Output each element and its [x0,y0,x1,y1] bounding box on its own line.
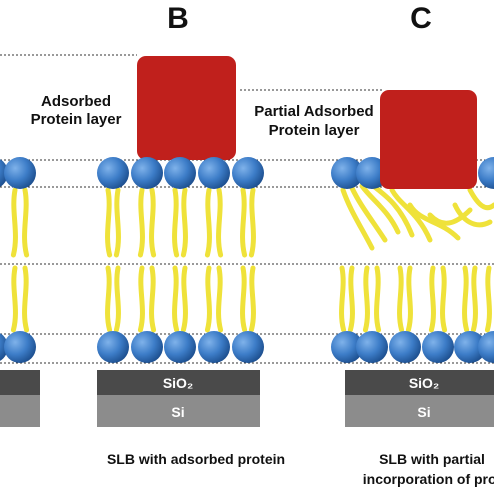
lipid-tail [216,265,224,333]
lipid-tail-disordered [389,187,433,243]
lipid-tail [428,265,436,333]
lipid-tail [10,187,18,258]
panel-a-substrate [0,370,40,427]
lipid-tail [180,187,188,258]
lipid-head [131,331,163,363]
lipid-tail-disordered [349,185,388,243]
lipid-tail [240,265,248,333]
lipid-head [454,331,486,363]
lipid-head [331,157,363,189]
lipid-tail [149,187,157,258]
lipid-tail-disordered [359,183,401,235]
lipid-head [198,157,230,189]
lipid-head [198,331,230,363]
lipid-tail [172,187,180,258]
lipid-tail [149,265,157,333]
panel-b-layer-label-line2: Protein layer [31,111,122,128]
lipid-head [331,331,363,363]
lipid-heads [0,157,494,363]
lipid-tail-disordered [467,187,494,211]
lipid-tail-disordered [427,207,473,226]
lipid-head [164,331,196,363]
lipid-head [389,331,421,363]
lipid-tail [10,265,18,333]
panel-c-substrate [345,370,494,427]
lipid-head [4,331,36,363]
dotted-guides [0,54,494,364]
lipid-tail [240,187,248,258]
lipid-tails [10,182,494,333]
panel-b-si-label: Si [171,404,184,420]
lipid-tail [440,265,448,333]
panel-b-layer-label-line1: Adsorbed [41,93,111,110]
lipid-tail [248,265,256,333]
lipid-tail [362,265,370,333]
lipid-tail [374,265,382,333]
lipid-tail [405,265,413,333]
lipid-tail [339,265,347,333]
lipid-tail [105,187,113,258]
lipid-tail [216,187,224,258]
lipid-tail [462,265,470,333]
lipid-head [356,331,388,363]
lipid-tail [347,265,355,333]
lipid-tail-disordered [340,187,375,251]
lipid-tail [22,187,30,258]
lipid-tail [204,187,212,258]
panel-b-caption: SLB with adsorbed protein [107,451,285,467]
lipid-head [478,331,494,363]
panel-c-letter: C [410,2,432,35]
lipid-head [422,331,454,363]
lipid-head [131,157,163,189]
lipid-head [232,157,264,189]
panel-c-si-label: Si [417,404,430,420]
panel-b-letter: B [167,2,189,35]
panel-b-substrate [97,370,260,427]
panel-c-caption-line1: SLB with partial [379,451,485,467]
lipid-tail [137,187,145,258]
partial-protein-block [380,90,477,189]
lipid-tail [137,265,145,333]
lipid-tail [105,265,113,333]
lipid-tail [470,265,478,333]
lipid-head [478,157,494,189]
lipid-head [232,331,264,363]
lipid-head [4,157,36,189]
lipid-tail [172,265,180,333]
panel-c-caption-line2: incorporation of prot [363,471,494,487]
adsorbed-protein-block [137,56,236,160]
lipid-head [164,157,196,189]
lipid-tail [22,265,30,333]
lipid-tail [484,265,492,333]
lipid-head [97,157,129,189]
lipid-tail-disordered [407,202,461,241]
lipid-tail-disordered [452,202,493,228]
lipid-tail [180,265,188,333]
lipid-tail [397,265,405,333]
panel-b-sio2-label: SiO₂ [163,375,193,391]
lipid-tail [248,187,256,258]
panel-c-layer-label-line1: Partial Adsorbed [254,103,373,120]
panel-c-sio2-label: SiO₂ [409,375,439,391]
lipid-head [97,331,129,363]
lipid-tail [113,187,121,258]
panel-c-layer-label-line2: Protein layer [269,122,360,139]
lipid-tail [204,265,212,333]
lipid-tail [113,265,121,333]
